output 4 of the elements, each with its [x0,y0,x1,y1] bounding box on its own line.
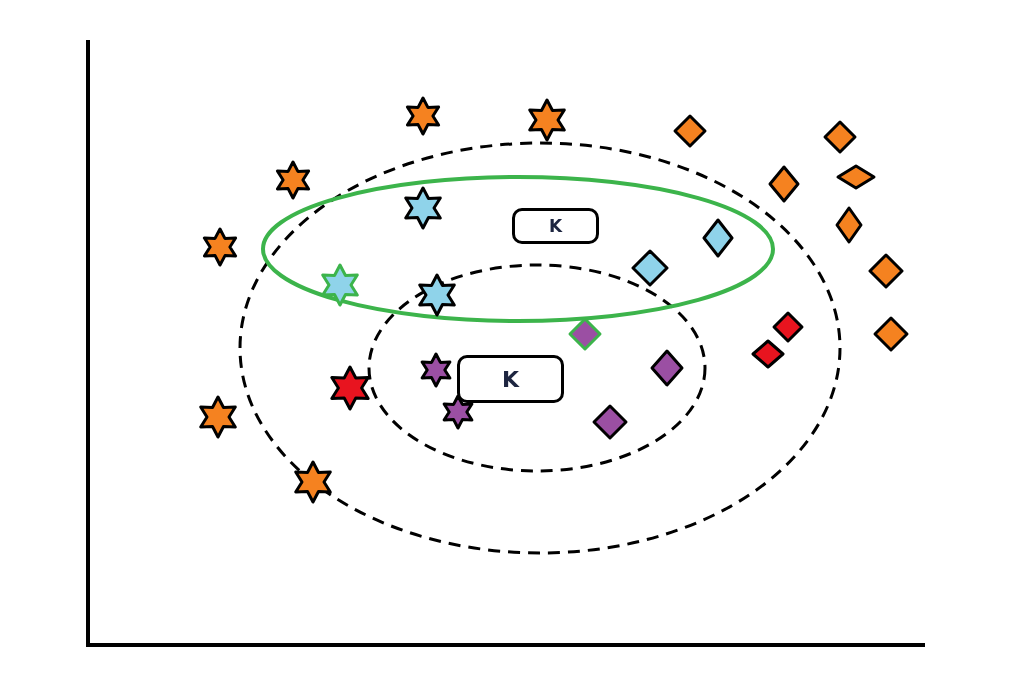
k-label: K [548,216,563,236]
label-box [457,355,564,403]
label-box [512,208,599,244]
k-label: K [501,366,520,392]
